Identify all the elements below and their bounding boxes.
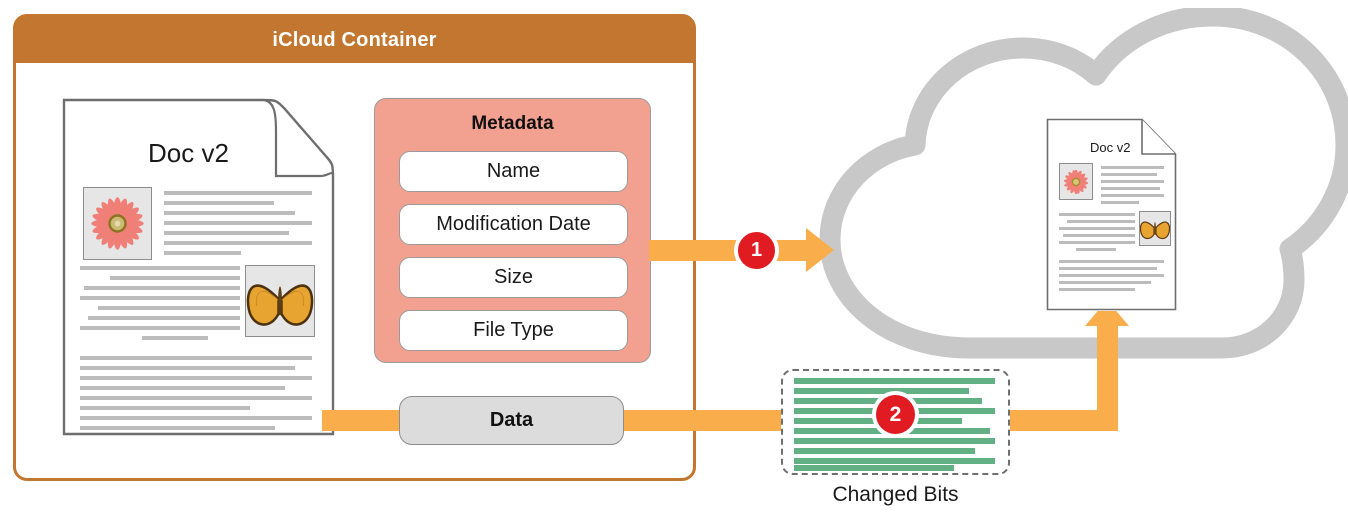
local-document: Doc v2	[62, 98, 335, 436]
container-title: iCloud Container	[272, 28, 437, 51]
flower-image	[1059, 163, 1093, 200]
cloud-shape	[790, 8, 1348, 360]
butterfly-image	[245, 265, 315, 337]
data-flow-bar-right	[1000, 410, 1118, 431]
metadata-flow-bar	[649, 240, 745, 261]
butterfly-image	[1139, 211, 1171, 246]
metadata-title: Metadata	[471, 113, 554, 134]
cloud-document: Doc v2	[1046, 118, 1177, 311]
data-flow-bar-mid	[620, 410, 792, 431]
cloud-document-title: Doc v2	[1090, 140, 1131, 155]
local-document-title: Doc v2	[148, 138, 229, 168]
data-label-pill[interactable]: Data	[399, 396, 624, 445]
data-flow-bar-vertical	[1097, 322, 1118, 422]
container-header: iCloud Container	[16, 17, 693, 63]
changed-bits-label: Changed Bits	[832, 483, 959, 506]
metadata-panel: Metadata Name Modification Date Size Fil…	[374, 98, 651, 363]
metadata-item-modification-date[interactable]: Modification Date	[399, 204, 628, 245]
metadata-item-name[interactable]: Name	[399, 151, 628, 192]
metadata-item-size[interactable]: Size	[399, 257, 628, 298]
step-badge-1: 1	[738, 232, 775, 269]
metadata-item-file-type[interactable]: File Type	[399, 310, 628, 351]
flower-image	[83, 187, 152, 260]
step-badge-2: 2	[876, 395, 915, 434]
data-flow-bar-left	[322, 410, 404, 431]
arrow-right-icon	[806, 228, 834, 272]
